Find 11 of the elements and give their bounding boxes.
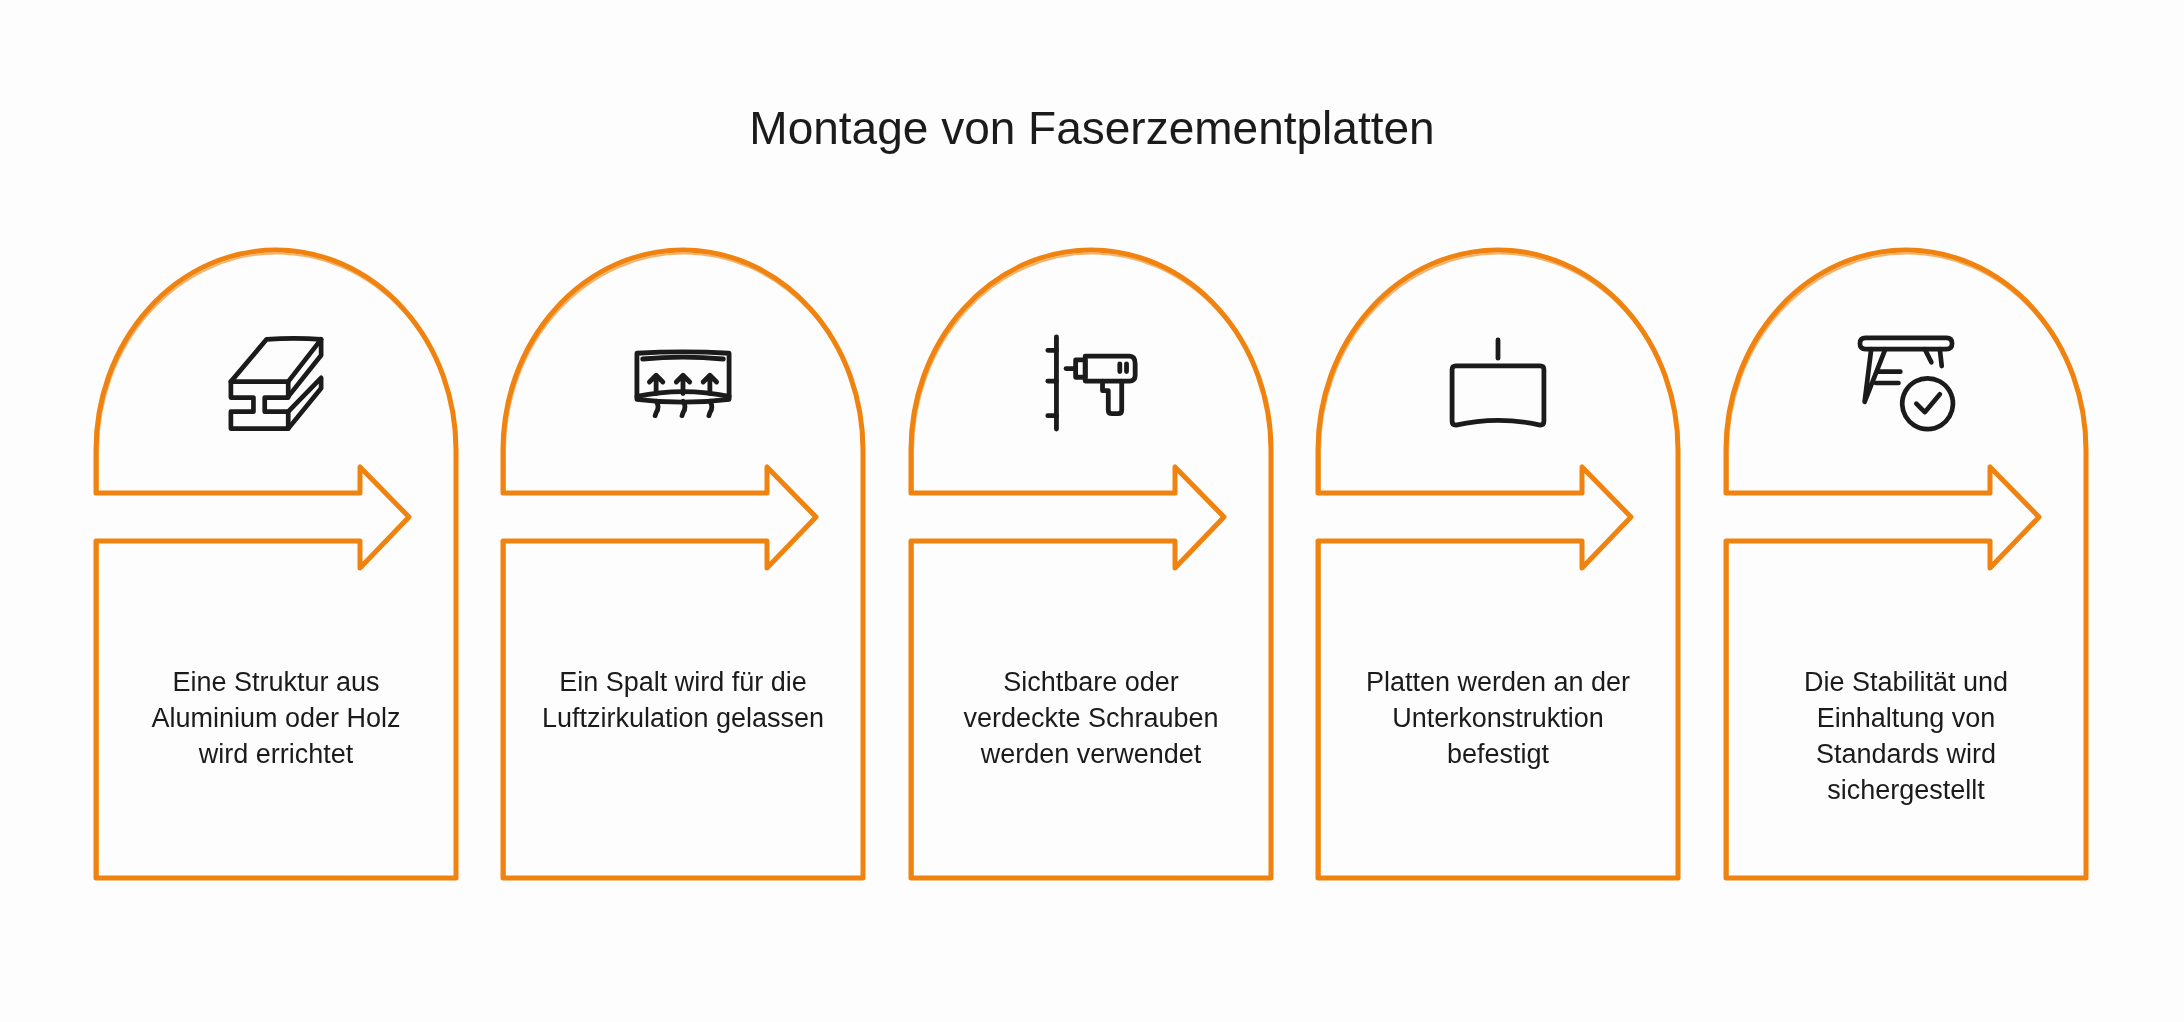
step-description: Die Stabilität und Einhaltung von Standards wird sichergestellt <box>1802 666 2010 807</box>
arch-step-card <box>503 250 863 878</box>
step-description: Eine Struktur aus Aluminium oder Holz wird errichtet <box>150 666 402 771</box>
arch-step-card <box>1318 250 1678 878</box>
arch-step-card <box>911 250 1271 878</box>
diagram-title: Montage von Faserzementplatten <box>749 101 1435 156</box>
step-description: Ein Spalt wird für die Luftzirkulation gelassen <box>540 666 826 735</box>
step-description: Platten werden an der Unterkonstruktion befestigt <box>1364 666 1632 771</box>
arch-step-card <box>1726 250 2086 878</box>
step-description: Sichtbare oder verdeckte Schrauben werden verwendet <box>962 666 1220 771</box>
arch-step-card <box>96 250 456 878</box>
